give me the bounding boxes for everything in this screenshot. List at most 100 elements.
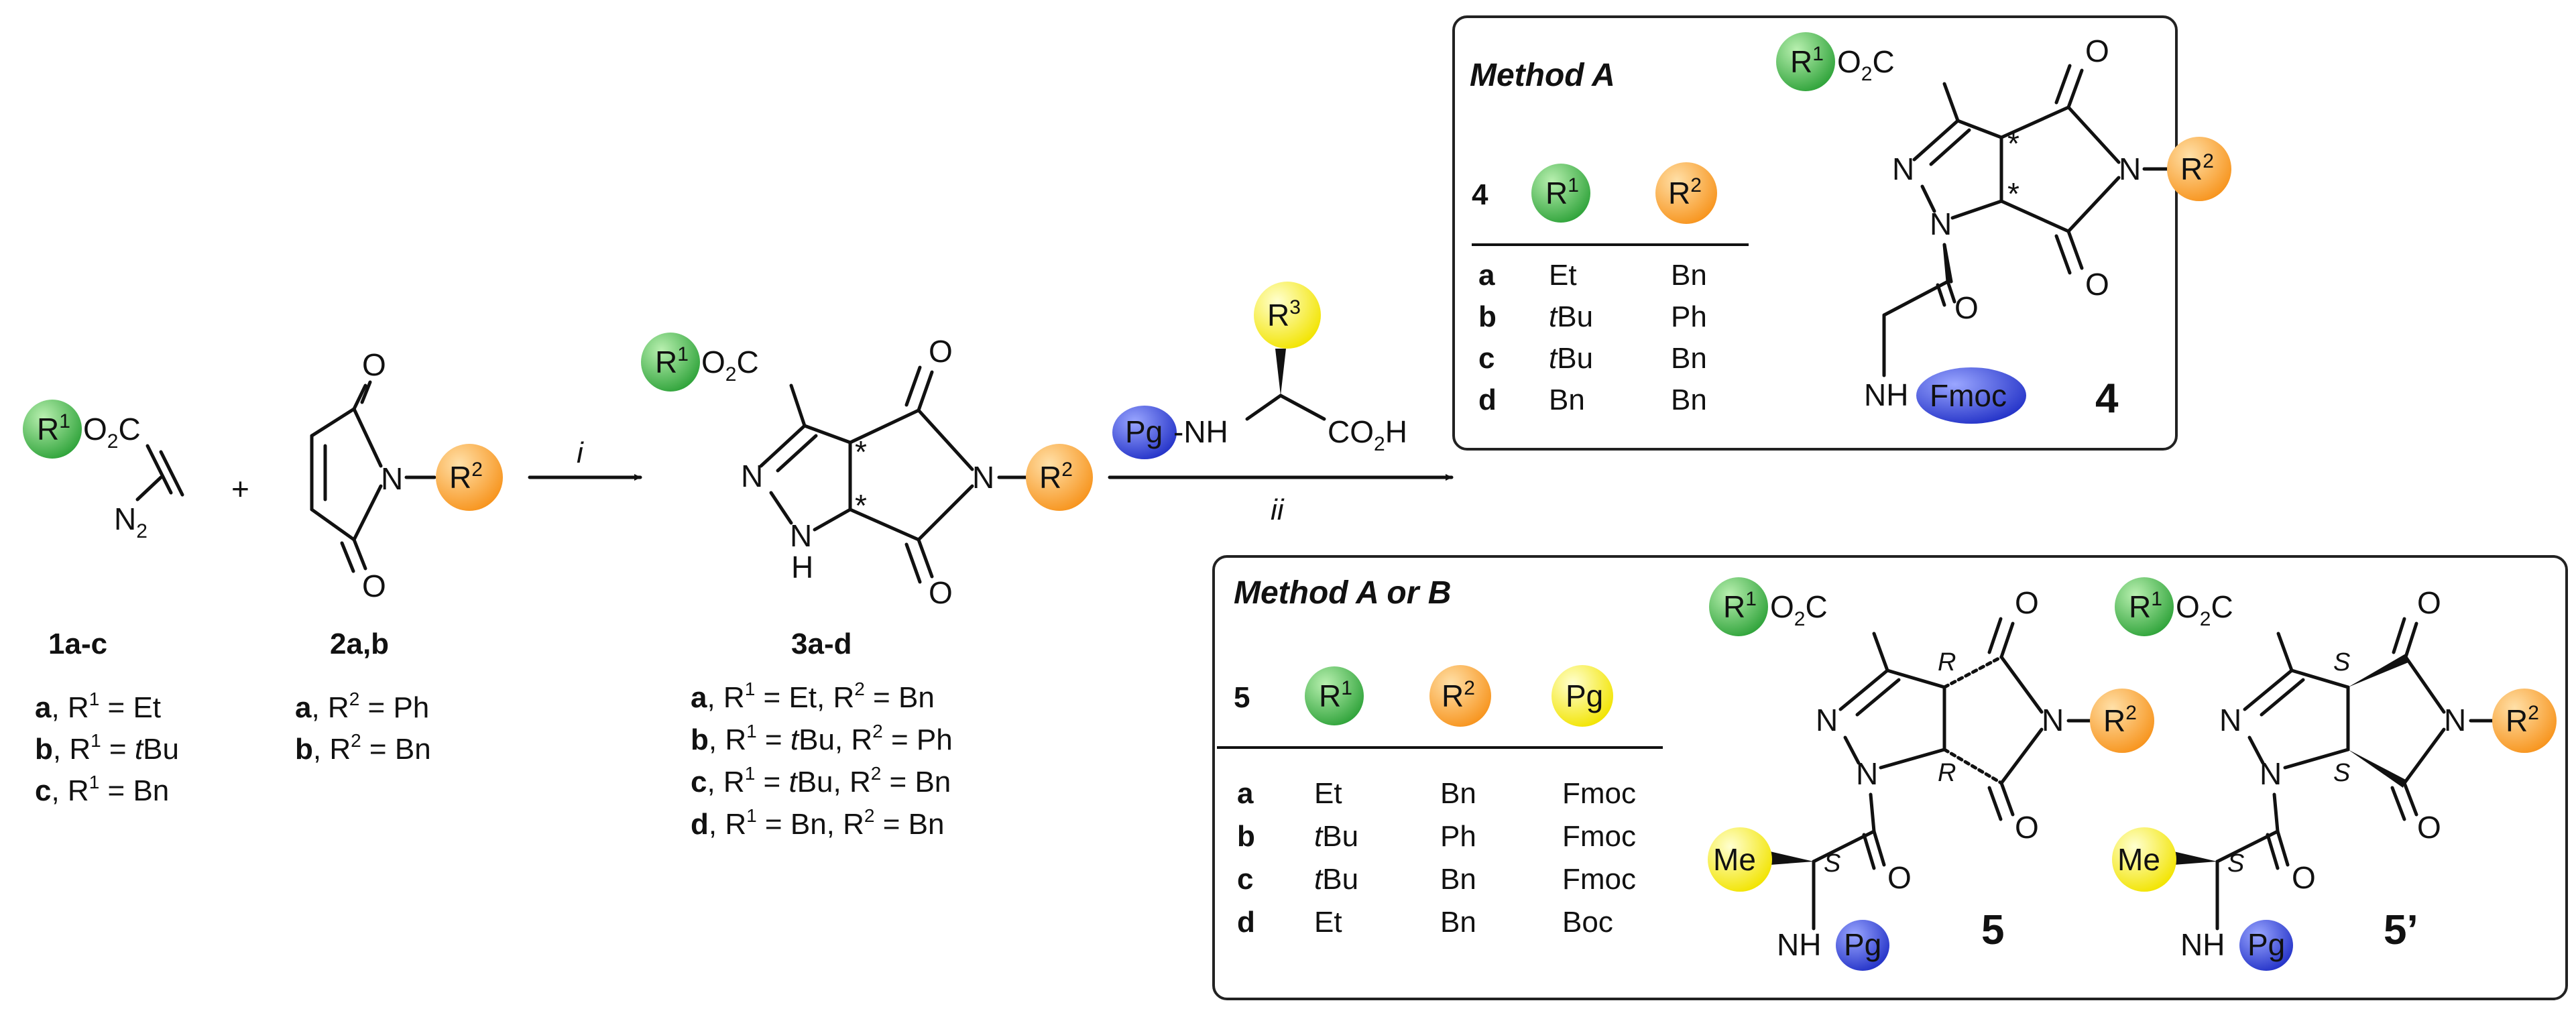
svg-text:R2: R2 xyxy=(1668,174,1702,211)
svg-text:Pg: Pg xyxy=(1566,678,1603,713)
svg-text:Et: Et xyxy=(1549,259,1577,292)
svg-text:tBu: tBu xyxy=(1549,300,1593,333)
svg-text:N: N xyxy=(2444,703,2466,737)
arrow-ii-label: ii xyxy=(1271,493,1285,526)
compound-5: R1 O2C O O N N N R R S O NH Me Pg xyxy=(1708,577,2154,971)
svg-text:Bn: Bn xyxy=(1440,906,1476,939)
compound-3-variants: a, R1 = Et, R2 = Bn b, R1 = tBu, R2 = Ph… xyxy=(691,678,953,841)
compound-3: R1 O2C O O N N H N * * R2 xyxy=(641,333,1093,610)
svg-text:Bn: Bn xyxy=(1440,777,1476,810)
o2c-text: O2C xyxy=(83,412,141,453)
svg-text:a, R1 = Et: a, R1 = Et xyxy=(35,689,161,724)
method-ab-title: Method A or B xyxy=(1234,575,1451,611)
svg-text:O: O xyxy=(362,569,386,603)
svg-text:R2: R2 xyxy=(2506,702,2539,738)
svg-text:R1: R1 xyxy=(1790,43,1824,79)
svg-text:O: O xyxy=(2417,585,2441,620)
pg-badge xyxy=(1112,406,1177,459)
svg-text:R1: R1 xyxy=(1319,677,1352,713)
svg-text:a: a xyxy=(1478,259,1495,292)
svg-text:N: N xyxy=(2219,703,2241,737)
svg-text:N: N xyxy=(741,459,763,493)
svg-text:d, R1 = Bn, R2 = Bn: d, R1 = Bn, R2 = Bn xyxy=(691,805,944,841)
svg-text:Fmoc: Fmoc xyxy=(1930,378,2007,413)
method-a-table: 4 R1 R2 a Et Bn b tBu Ph c tBu Bn d Bn B… xyxy=(1472,162,1749,416)
svg-text:CO2H: CO2H xyxy=(1328,414,1407,455)
svg-text:Bn: Bn xyxy=(1671,383,1707,416)
compound-4-label: 4 xyxy=(2095,375,2119,422)
r1-badge xyxy=(641,333,700,392)
svg-text:d: d xyxy=(1478,383,1497,416)
svg-text:a, R2 = Ph: a, R2 = Ph xyxy=(295,689,429,724)
method-a-title: Method A xyxy=(1470,58,1615,93)
svg-text:R2: R2 xyxy=(1039,459,1073,495)
r2-badge xyxy=(436,444,503,511)
svg-text:N: N xyxy=(1816,703,1838,737)
compound-3-label: 3a-d xyxy=(791,628,852,660)
r3-badge xyxy=(1254,282,1321,349)
svg-text:c: c xyxy=(1237,863,1253,896)
svg-text:O: O xyxy=(362,347,386,382)
svg-text:S: S xyxy=(2333,759,2350,787)
svg-text:R2: R2 xyxy=(2103,702,2137,738)
svg-text:O: O xyxy=(2015,810,2039,845)
svg-text:O: O xyxy=(929,575,953,610)
compound-2-variants: a, R2 = Ph b, R2 = Bn xyxy=(295,689,431,766)
r1-badge xyxy=(1776,32,1835,91)
svg-text:c: c xyxy=(1478,342,1495,375)
svg-text:R1: R1 xyxy=(1723,588,1757,624)
method-a-box xyxy=(1452,15,2178,451)
method-ab-table: 5 R1 R2 Pg a Et Bn Fmoc b tBu Ph Fmoc c … xyxy=(1217,665,1663,939)
svg-text:O: O xyxy=(1887,860,1912,895)
svg-text:Fmoc: Fmoc xyxy=(1562,820,1636,853)
svg-text:NH: NH xyxy=(1864,377,1908,412)
svg-text:Bn: Bn xyxy=(1549,383,1585,416)
svg-text:b, R1 = tBu: b, R1 = tBu xyxy=(35,730,179,766)
svg-text:Pg: Pg xyxy=(1844,927,1881,962)
svg-text:Pg: Pg xyxy=(2247,927,2285,962)
compound-5p-label: 5’ xyxy=(2384,907,2418,953)
svg-text:Fmoc: Fmoc xyxy=(1562,863,1636,896)
svg-text:c, R1 = tBu, R2 = Bn: c, R1 = tBu, R2 = Bn xyxy=(691,763,951,798)
svg-text:Bn: Bn xyxy=(1671,259,1707,292)
svg-text:b, R1 = tBu, R2 = Ph: b, R1 = tBu, R2 = Ph xyxy=(691,721,953,756)
svg-text:Et: Et xyxy=(1314,906,1342,939)
svg-text:a, R1 = Et, R2 = Bn: a, R1 = Et, R2 = Bn xyxy=(691,678,935,714)
svg-text:O: O xyxy=(2085,34,2109,68)
svg-text:O: O xyxy=(2085,267,2109,302)
svg-text:NH: NH xyxy=(1777,927,1821,962)
compound-2: O O N R2 xyxy=(310,347,503,603)
fmoc-badge xyxy=(1916,367,2026,424)
compound-1: R1 O2C N2 xyxy=(23,400,184,542)
svg-text:c, R1 = Bn: c, R1 = Bn xyxy=(35,772,169,807)
svg-text:Bn: Bn xyxy=(1440,863,1476,896)
svg-text:N: N xyxy=(790,518,812,553)
svg-text:R: R xyxy=(1938,648,1956,676)
compound-5-prime: R1 O2C O O N N N S S S O NH Me Pg xyxy=(2112,577,2557,971)
svg-text:Me: Me xyxy=(1713,842,1756,877)
svg-text:Me: Me xyxy=(2117,842,2160,877)
svg-text:R3: R3 xyxy=(1267,296,1301,333)
svg-text:tBu: tBu xyxy=(1314,820,1358,853)
svg-text:R2: R2 xyxy=(449,459,483,495)
svg-text:O: O xyxy=(1954,290,1979,325)
compound-1-label: 1a-c xyxy=(48,628,107,660)
svg-text:Bn: Bn xyxy=(1671,342,1707,375)
svg-text:4: 4 xyxy=(1472,178,1488,211)
svg-text:tBu: tBu xyxy=(1549,342,1593,375)
svg-text:b: b xyxy=(1478,300,1497,333)
svg-text:d: d xyxy=(1237,906,1255,939)
svg-text:Boc: Boc xyxy=(1562,906,1613,939)
svg-text:O2C: O2C xyxy=(1770,589,1828,630)
svg-text:H: H xyxy=(791,550,813,585)
r1-text: R1 xyxy=(37,410,70,447)
svg-text:S: S xyxy=(2333,648,2350,676)
svg-text:N: N xyxy=(1892,152,1914,186)
svg-text:b, R2 = Bn: b, R2 = Bn xyxy=(295,730,431,766)
svg-text:O: O xyxy=(929,334,953,369)
svg-text:O2C: O2C xyxy=(1837,44,1895,85)
plus-sign: + xyxy=(231,471,249,506)
svg-text:b: b xyxy=(1237,820,1255,853)
svg-text:R: R xyxy=(1938,759,1956,787)
